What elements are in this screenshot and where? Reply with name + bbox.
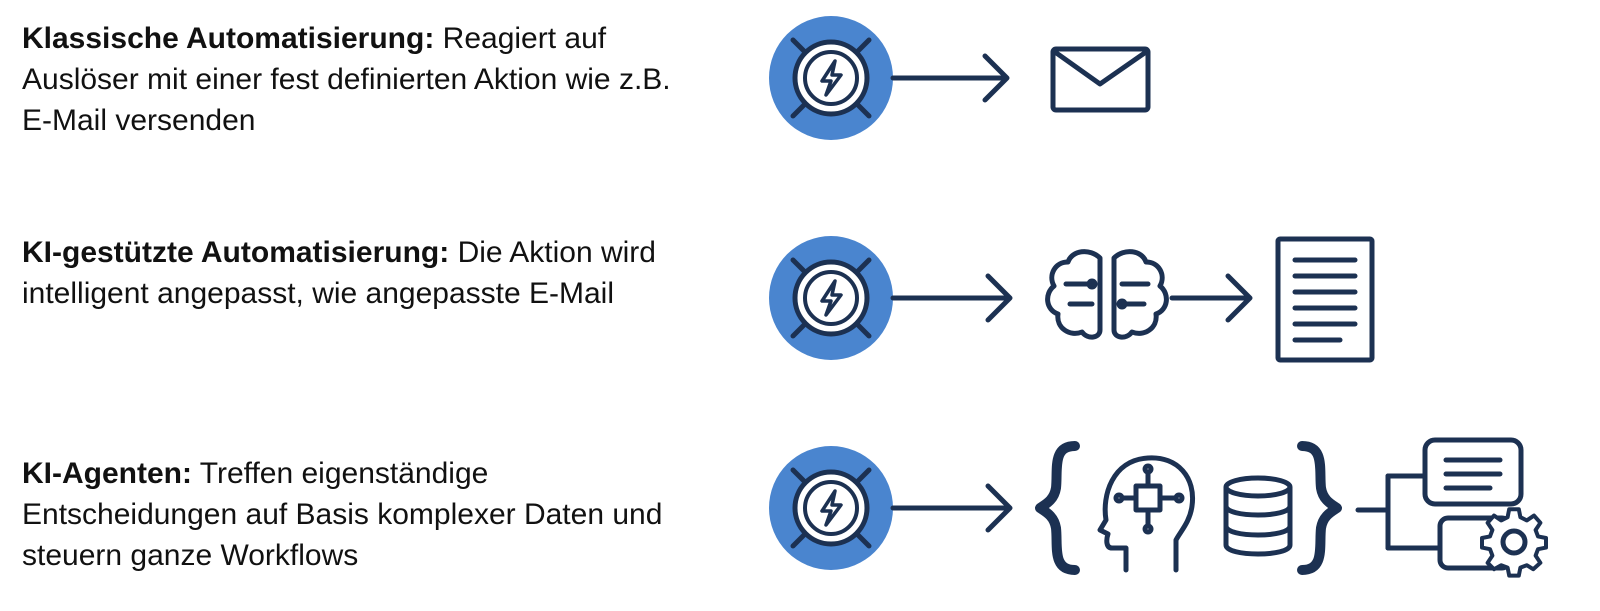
database-icon xyxy=(1223,475,1293,557)
arrow-icon xyxy=(890,483,1013,533)
term-ai-agents: KI-Agenten: xyxy=(22,457,192,490)
arrow-icon xyxy=(890,273,1013,323)
row-ai-agents: KI-Agenten: Treffen eigenständige Entsch… xyxy=(22,453,702,576)
desc-ai-automation: Die Aktion wird intelligent angepasst, w… xyxy=(22,236,656,310)
trigger-icon xyxy=(769,236,893,360)
mail-icon xyxy=(1050,46,1151,113)
gear-icon xyxy=(1479,507,1549,578)
arrow-icon xyxy=(890,53,1010,103)
arrow-icon xyxy=(1169,273,1253,323)
row-classic-automation: Klassische Automatisierung: Reagiert auf… xyxy=(22,18,702,141)
row-ai-automation: KI-gestützte Automatisierung: Die Aktion… xyxy=(22,232,702,314)
bracket-icon xyxy=(1297,441,1342,575)
desc-classic-automation: Reagiert auf Auslöser mit einer fest def… xyxy=(22,22,671,137)
term-classic-automation: Klassische Automatisierung: xyxy=(22,22,435,55)
ai-head-icon xyxy=(1097,455,1196,573)
bracket-icon xyxy=(1035,441,1080,575)
term-ai-automation: KI-gestützte Automatisierung: xyxy=(22,236,450,269)
desc-ai-agents: Treffen eigenständige Entscheidungen auf… xyxy=(22,457,663,572)
workflow-icon xyxy=(1355,437,1524,571)
trigger-icon xyxy=(769,446,893,570)
trigger-icon xyxy=(769,16,893,140)
document-icon xyxy=(1275,236,1375,363)
brain-icon xyxy=(1045,249,1169,340)
